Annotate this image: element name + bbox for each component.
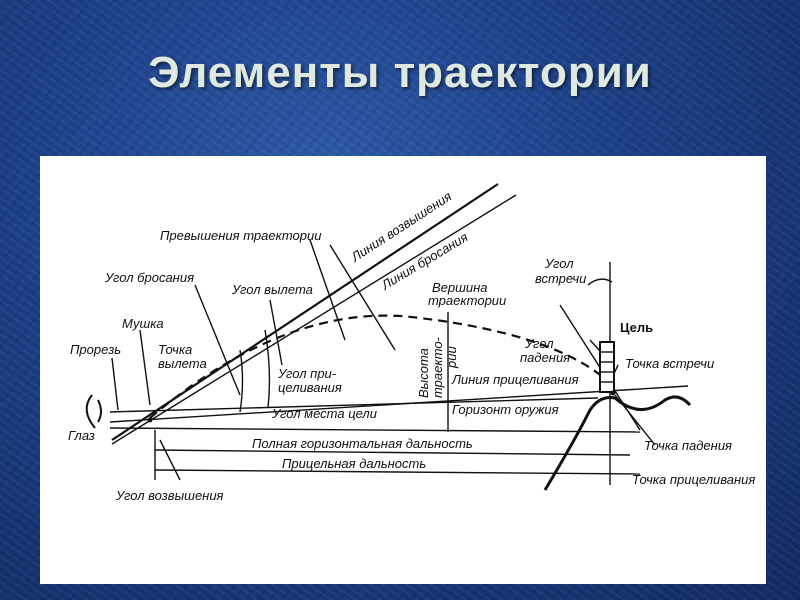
label-target: Цель bbox=[620, 320, 653, 335]
label-jump-angle: Угол вылета bbox=[231, 282, 313, 297]
label-weapon-horizon: Горизонт оружия bbox=[452, 402, 559, 417]
page-title: Элементы траектории bbox=[148, 48, 652, 97]
eye-icon bbox=[85, 394, 102, 429]
label-meeting-point: Точка встречи bbox=[625, 356, 714, 371]
weapon-horizon bbox=[109, 397, 599, 413]
label-rear-sight: Прорезь bbox=[70, 342, 121, 357]
label-aiming-range: Прицельная дальность bbox=[282, 456, 426, 471]
label-target-site-angle: Угол места цели bbox=[271, 406, 377, 421]
target-post bbox=[599, 341, 615, 393]
full-range-line bbox=[154, 449, 631, 456]
label-fall-angle-1: Угол bbox=[524, 336, 554, 351]
label-elevation-angle: Угол возвышения bbox=[115, 488, 224, 503]
hill bbox=[543, 395, 692, 491]
label-meeting-angle-2: встречи bbox=[535, 271, 586, 286]
label-departure-point-1: Точка bbox=[158, 342, 192, 357]
label-aiming-angle-2: целивания bbox=[278, 380, 342, 395]
label-line-of-sight: Линия прицеливания bbox=[451, 372, 579, 387]
label-height-3: рии bbox=[444, 346, 459, 369]
leader-line bbox=[309, 239, 346, 341]
label-meeting-angle-1: Угол bbox=[544, 256, 574, 271]
line-of-departure bbox=[111, 194, 517, 445]
leader-line bbox=[194, 284, 241, 396]
label-impact-point: Точка падения bbox=[644, 438, 732, 453]
leader-line bbox=[159, 439, 181, 481]
leader-line bbox=[269, 299, 283, 366]
label-fall-angle-2: падения bbox=[520, 350, 570, 365]
trajectory-curve bbox=[149, 314, 613, 419]
label-trajectory-excess: Превышения траектории bbox=[160, 228, 321, 243]
label-height-2: траекто- bbox=[430, 336, 445, 398]
label-apex-1: Вершина bbox=[432, 280, 488, 295]
label-departure-angle: Угол бросания bbox=[104, 270, 194, 285]
ground-line bbox=[109, 427, 641, 433]
aiming-range-line bbox=[154, 469, 641, 475]
label-height-1: Высота bbox=[416, 348, 431, 398]
label-eye: Глаз bbox=[68, 428, 95, 443]
diagram-panel: Превышения траектории Линия возвышения Л… bbox=[40, 156, 766, 584]
leader-line bbox=[111, 357, 119, 411]
label-aiming-point: Точка прицеливания bbox=[632, 472, 755, 487]
angle-arc-meeting bbox=[587, 278, 613, 286]
label-front-sight: Мушка bbox=[122, 316, 164, 331]
leader-line bbox=[329, 244, 396, 351]
line-of-sight bbox=[109, 385, 689, 423]
label-full-range: Полная горизонтальная дальность bbox=[252, 436, 473, 451]
trajectory-diagram: Превышения траектории Линия возвышения Л… bbox=[68, 183, 755, 503]
leader-line bbox=[139, 329, 151, 406]
angle-arc-elevation bbox=[264, 329, 271, 409]
angle-arc-departure bbox=[239, 349, 244, 413]
label-aiming-angle-1: Угол при- bbox=[277, 366, 337, 381]
label-apex-2: траектории bbox=[428, 293, 506, 308]
label-departure-point-2: вылета bbox=[158, 356, 207, 371]
